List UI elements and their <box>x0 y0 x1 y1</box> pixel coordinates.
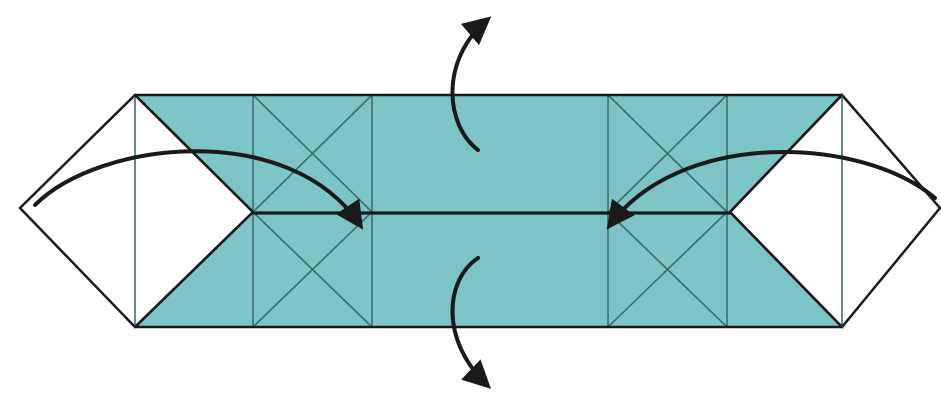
fold-up-arrow <box>450 16 492 152</box>
paper-bottom-colored-strip <box>135 212 842 327</box>
paper-edge-diagonal <box>729 211 843 328</box>
paper-top-colored-strip <box>135 95 842 212</box>
crease-line <box>252 94 373 213</box>
paper-edge-diagonal <box>134 211 254 328</box>
fold-right-point-in-arrow <box>606 150 937 230</box>
fold-left-point-in-arrow <box>33 149 364 230</box>
paper-edge-diagonal <box>134 94 254 213</box>
crease-line <box>607 211 728 328</box>
paper-outline <box>134 93 843 329</box>
crease-lines <box>134 94 843 328</box>
crease-line <box>607 94 728 213</box>
fold-arrows <box>33 16 937 389</box>
fold-down-arrow <box>450 256 492 389</box>
crease-line <box>252 211 373 328</box>
